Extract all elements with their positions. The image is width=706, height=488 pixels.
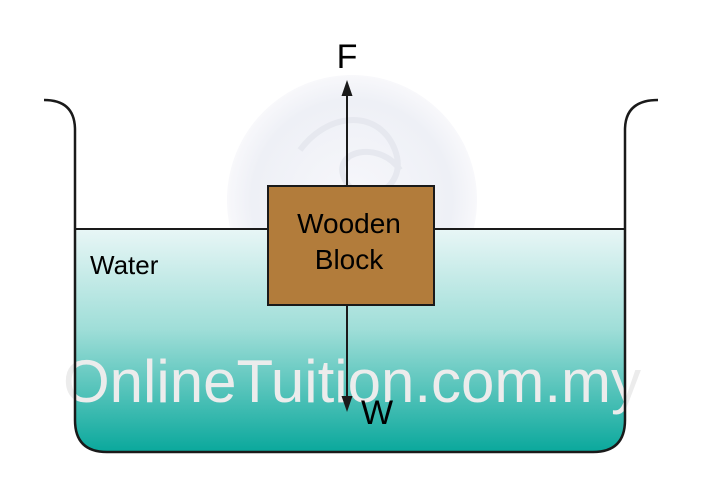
force-up-arrowhead (341, 80, 353, 96)
water-body (75, 229, 625, 452)
wooden-block (267, 185, 435, 306)
water-label: Water (90, 250, 159, 280)
watermark-text: OnlineTuition.com.my (63, 348, 641, 415)
force-down-arrowhead (341, 396, 353, 412)
force-up-label: F (337, 38, 358, 76)
container-outline (43, 98, 659, 454)
block-label-line1: Wooden (297, 208, 401, 239)
force-down-label: W (361, 394, 393, 432)
block-label-line2: Block (315, 244, 384, 275)
